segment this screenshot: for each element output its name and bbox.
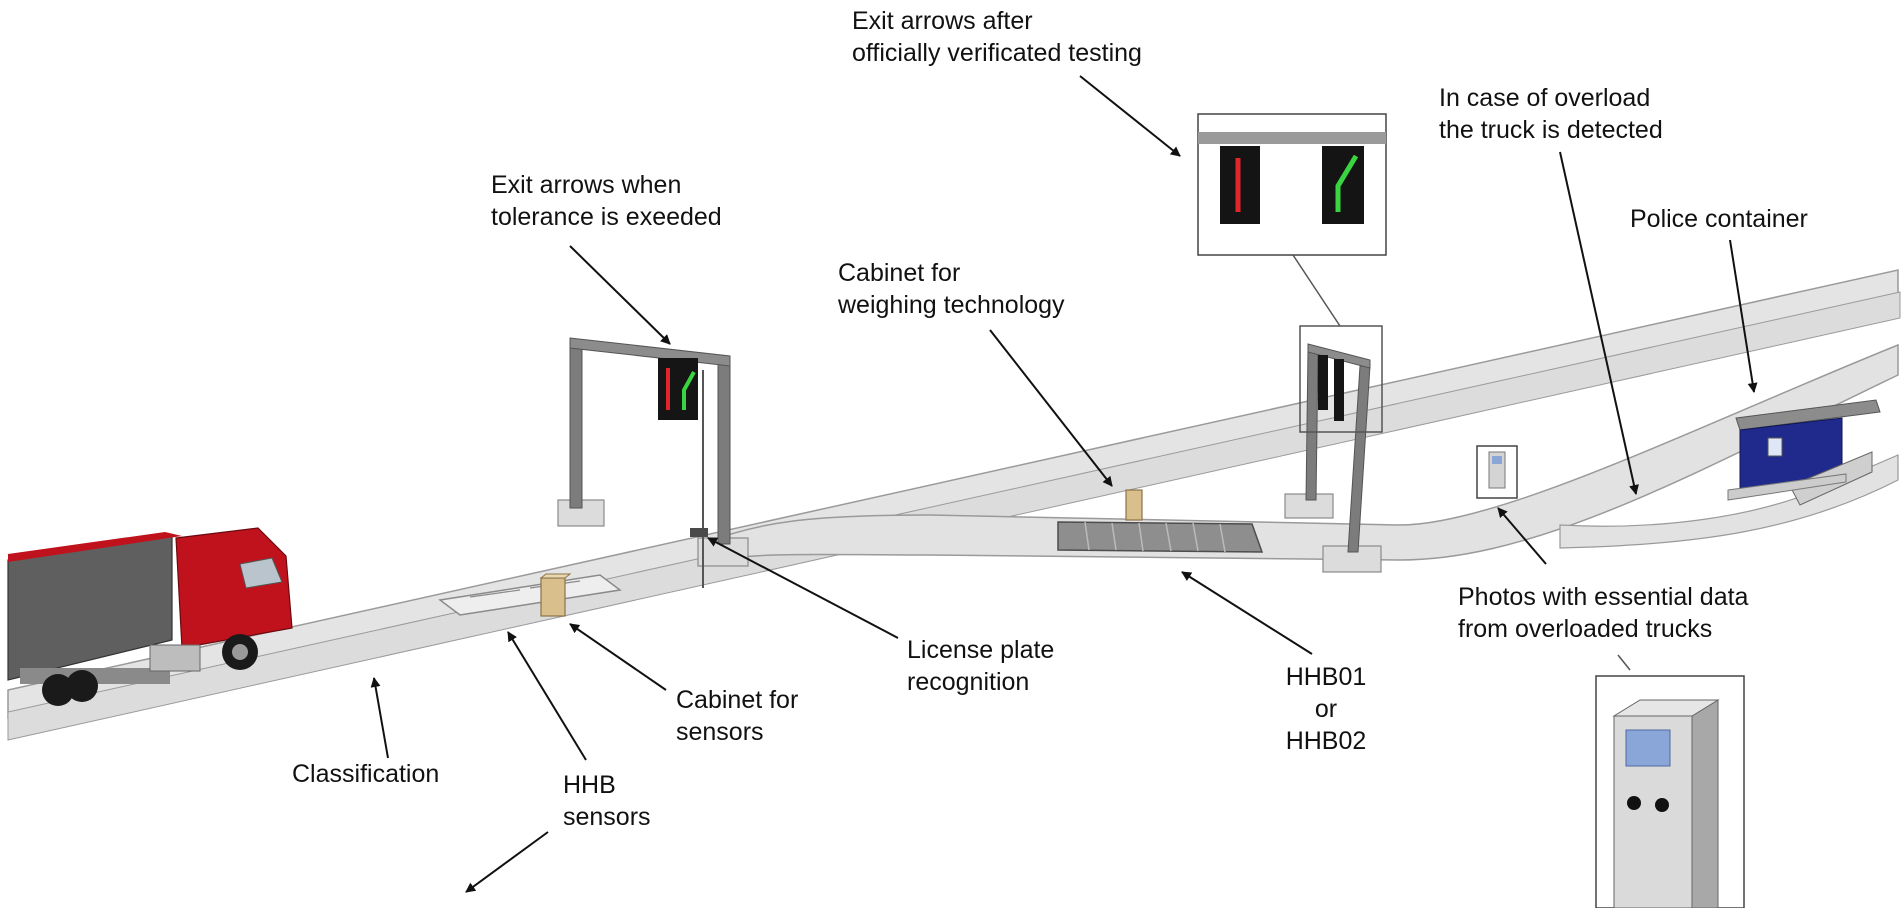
wheel bbox=[232, 644, 248, 660]
platform-joint bbox=[1219, 523, 1226, 553]
photo-terminal-small bbox=[1476, 445, 1518, 499]
gantry-post bbox=[569, 339, 583, 509]
arrow-police-container bbox=[1729, 239, 1758, 393]
camera bbox=[690, 528, 708, 537]
label-cabinet-weighing: Cabinet for weighing technology bbox=[838, 259, 1065, 319]
sensor-cabinet-top bbox=[539, 573, 572, 579]
label-hhb-sensors: HHB sensors bbox=[563, 771, 651, 831]
gantry-1 bbox=[557, 337, 749, 567]
photo-terminal-inset bbox=[1595, 654, 1745, 908]
container-base bbox=[1727, 473, 1847, 501]
arrow-hhb-sensors bbox=[507, 631, 587, 761]
arrow-classification bbox=[370, 677, 389, 759]
sensor-cabinet bbox=[539, 573, 572, 617]
terminal-button bbox=[1627, 796, 1641, 810]
terminal-side bbox=[1691, 699, 1719, 908]
weighing-platform bbox=[1057, 521, 1264, 553]
weighing-lane bbox=[698, 343, 1899, 561]
weighing-cabinet bbox=[1125, 489, 1143, 521]
arrow-exit-tolerance bbox=[569, 245, 671, 345]
arrow-license-plate bbox=[707, 537, 899, 639]
sign-green-arrow bbox=[682, 371, 696, 410]
exit-sign-inset bbox=[1197, 113, 1387, 327]
label-classification: Classification bbox=[292, 760, 440, 788]
platform-joint bbox=[1165, 522, 1172, 552]
inset-green-arrow bbox=[1335, 154, 1359, 212]
exit-sign-1 bbox=[658, 358, 698, 420]
arrow-hhb01-hhb02 bbox=[1181, 571, 1313, 655]
platform-surface bbox=[1057, 521, 1264, 553]
police-container bbox=[1727, 399, 1881, 506]
arrow-overload-detected bbox=[1559, 151, 1639, 495]
gantry-2 bbox=[1284, 325, 1383, 573]
label-cabinet-sensors: Cabinet for sensors bbox=[676, 686, 799, 746]
gantry-post bbox=[1305, 349, 1319, 501]
inset-beam bbox=[1198, 132, 1386, 144]
exit-road bbox=[1559, 454, 1899, 549]
arrow-cabinet-weighing bbox=[989, 329, 1113, 487]
label-photos-data: Photos with essential data from overload… bbox=[1458, 583, 1749, 643]
arrow-hhb-lower bbox=[465, 831, 549, 893]
trailer-roof bbox=[8, 532, 182, 562]
gantry-base bbox=[697, 537, 749, 567]
truck bbox=[7, 527, 293, 706]
wheel bbox=[42, 674, 74, 706]
cab-window bbox=[239, 557, 283, 589]
platform-joint bbox=[1111, 522, 1117, 551]
platform-joint bbox=[1138, 522, 1144, 552]
wheel bbox=[66, 670, 98, 702]
inset-connector bbox=[1617, 654, 1631, 671]
exit-sign-2 bbox=[1318, 355, 1328, 410]
inset-connector bbox=[1292, 254, 1341, 327]
label-license-plate: License plate recognition bbox=[907, 636, 1055, 696]
sign-highlight-box bbox=[1299, 325, 1383, 433]
container-roof bbox=[1735, 399, 1881, 431]
container-window bbox=[1767, 437, 1783, 457]
label-hhb01-hhb02: HHB01 or HHB02 bbox=[1285, 663, 1367, 755]
sensor-cabinet-body bbox=[540, 577, 566, 617]
arrow-cabinet-sensors bbox=[569, 623, 667, 691]
terminal-screen bbox=[1492, 456, 1502, 464]
license-plate-camera bbox=[690, 370, 708, 588]
label-exit-arrows-tolerance: Exit arrows when tolerance is exeeded bbox=[491, 171, 722, 231]
platform-joint bbox=[1192, 522, 1199, 552]
arrow-photos-data bbox=[1497, 507, 1547, 565]
annotation-arrows bbox=[370, 75, 1758, 893]
gantry-beam bbox=[1307, 343, 1371, 369]
arrow-exit-verified bbox=[1079, 75, 1181, 157]
label-overload-detected: In case of overload the truck is detecte… bbox=[1439, 84, 1663, 144]
platform-joint bbox=[1084, 521, 1090, 551]
exit-sign-2 bbox=[1334, 359, 1344, 421]
fuel-tank bbox=[149, 644, 201, 672]
sensor-strip bbox=[469, 589, 521, 598]
gantry-post bbox=[717, 357, 731, 545]
gantry-beam bbox=[569, 337, 731, 367]
label-police-container: Police container bbox=[1630, 205, 1808, 233]
label-exit-arrows-verified: Exit arrows after officially verificated… bbox=[852, 7, 1142, 67]
terminal-button bbox=[1655, 798, 1669, 812]
weighing-cabinet-body bbox=[1125, 489, 1143, 521]
truck-cab bbox=[175, 527, 293, 649]
terminal-screen bbox=[1625, 729, 1671, 767]
